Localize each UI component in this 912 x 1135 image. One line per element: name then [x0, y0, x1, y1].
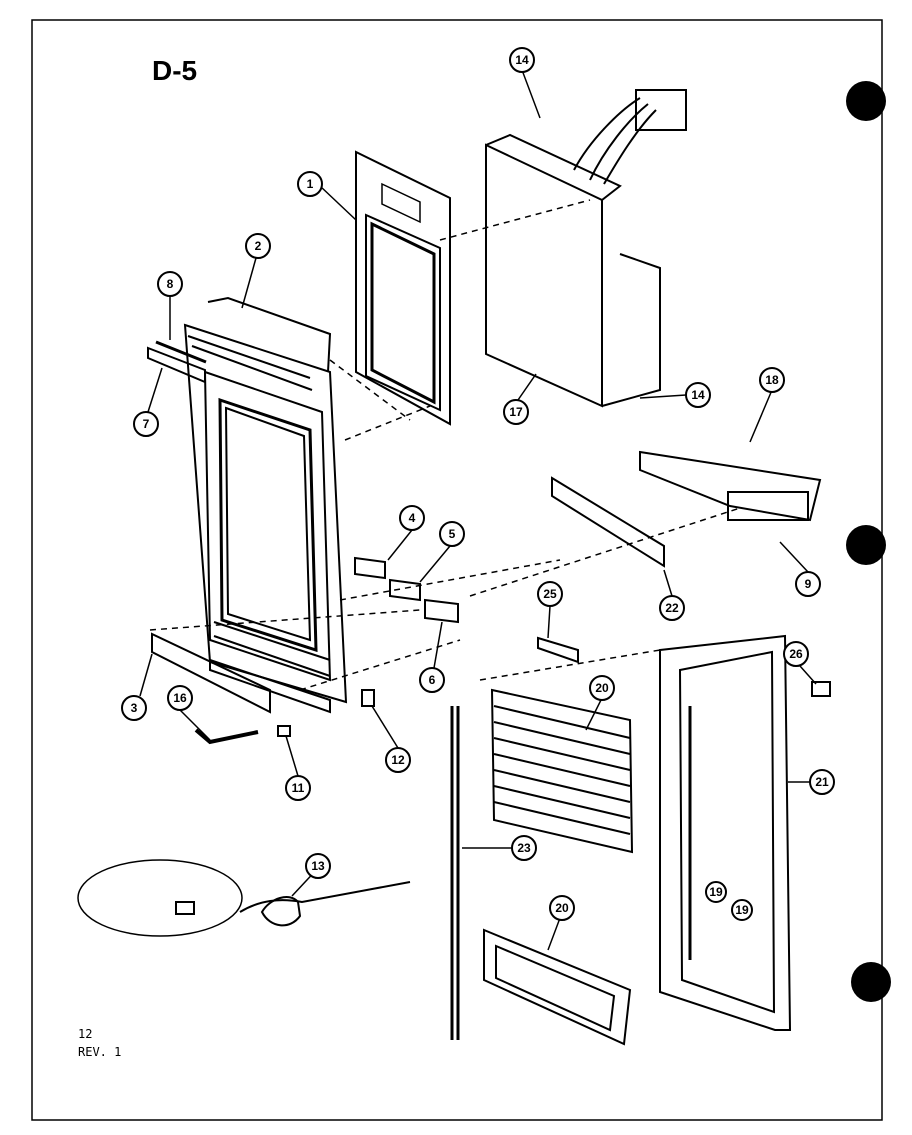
page-number: 12 [78, 1027, 92, 1041]
svg-text:5: 5 [449, 527, 456, 541]
callout-25: 25 [537, 581, 563, 607]
part-11-spring [277, 725, 291, 737]
svg-text:3: 3 [131, 701, 138, 715]
svg-text:11: 11 [292, 781, 305, 795]
parts-4-5-6-blocks [354, 556, 459, 624]
svg-text:21: 21 [815, 775, 829, 789]
svg-text:19: 19 [735, 903, 749, 917]
part-26-clip [811, 681, 831, 697]
svg-text:23: 23 [517, 841, 531, 855]
part-25-bracket [537, 636, 579, 664]
binder-hole-middle [846, 525, 886, 565]
part-23-rod [450, 706, 460, 1040]
part-1-panel [355, 150, 451, 426]
callout-19-right: 19 [731, 899, 753, 921]
revision-label: REV. 1 [78, 1045, 121, 1059]
svg-text:9: 9 [805, 577, 812, 591]
svg-text:6: 6 [429, 673, 436, 687]
callout-11: 11 [285, 775, 311, 801]
callout-leaders [139, 69, 817, 951]
part-3-trim [151, 632, 271, 714]
callout-9: 9 [795, 571, 821, 597]
callout-23: 23 [511, 835, 537, 861]
callout-6: 6 [419, 667, 445, 693]
callout-17: 17 [503, 399, 529, 425]
part-7-strip [147, 340, 207, 384]
svg-text:18: 18 [765, 373, 779, 387]
part-22-strip [551, 476, 665, 568]
part-20-tray [483, 928, 632, 1046]
part-18-bracket [639, 450, 822, 522]
part-20-louver [490, 688, 634, 854]
svg-text:26: 26 [789, 647, 803, 661]
callout-1: 1 [297, 171, 323, 197]
callout-8: 8 [157, 271, 183, 297]
callout-5: 5 [439, 521, 465, 547]
svg-text:4: 4 [409, 511, 416, 525]
page-title: D-5 [152, 55, 197, 86]
binder-hole-bottom [851, 962, 891, 1002]
callout-20-louver: 20 [589, 675, 615, 701]
callout-3: 3 [121, 695, 147, 721]
svg-text:20: 20 [595, 681, 609, 695]
svg-text:12: 12 [391, 753, 405, 767]
callout-2: 2 [245, 233, 271, 259]
part-12-clip [361, 689, 375, 707]
svg-text:13: 13 [311, 859, 325, 873]
binder-hole-top [846, 81, 886, 121]
svg-text:14: 14 [515, 53, 529, 67]
svg-text:20: 20 [555, 901, 569, 915]
part-17-control-box [485, 89, 687, 408]
svg-text:22: 22 [665, 601, 679, 615]
callout-20-tray: 20 [549, 895, 575, 921]
callout-12: 12 [385, 747, 411, 773]
svg-text:14: 14 [691, 388, 705, 402]
part-2-door [183, 296, 348, 714]
part-13-cord-assembly [77, 859, 411, 937]
page-border [31, 19, 883, 1121]
assembly-guide-lines [149, 199, 741, 691]
svg-text:1: 1 [307, 177, 314, 191]
callout-18: 18 [759, 367, 785, 393]
svg-text:17: 17 [509, 405, 523, 419]
part-16-hex-key [194, 728, 259, 745]
callout-22: 22 [659, 595, 685, 621]
svg-text:25: 25 [543, 587, 557, 601]
callout-16: 16 [167, 685, 193, 711]
svg-text:16: 16 [173, 691, 187, 705]
part-21-frame [659, 634, 792, 1031]
callout-19-left: 19 [705, 881, 727, 903]
callout-14-mid: 14 [685, 382, 711, 408]
callout-13: 13 [305, 853, 331, 879]
callout-21: 21 [809, 769, 835, 795]
callout-26: 26 [783, 641, 809, 667]
callout-14-top: 14 [509, 47, 535, 73]
svg-text:19: 19 [709, 885, 723, 899]
callout-4: 4 [399, 505, 425, 531]
svg-text:7: 7 [143, 417, 150, 431]
callout-7: 7 [133, 411, 159, 437]
svg-text:2: 2 [255, 239, 262, 253]
svg-text:8: 8 [167, 277, 174, 291]
